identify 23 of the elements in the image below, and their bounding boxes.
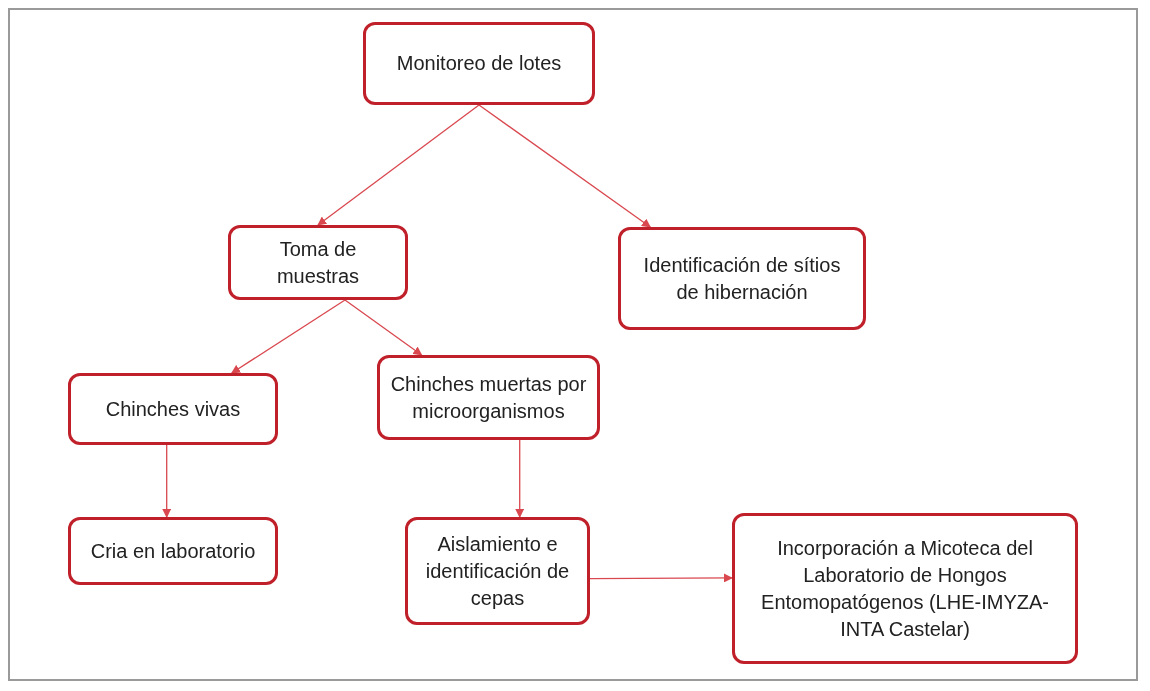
process-box (405, 517, 590, 625)
box-label: Identificación de sítios de hibernación (642, 252, 842, 305)
arrow (515, 439, 525, 518)
box-label: Aislamiento e identificación de cepas (424, 531, 571, 611)
process-box (228, 225, 408, 300)
box-label: Incorporación a Micoteca del Laboratorio de Hongos Entomopatógenos (LHE-IMYZA-INTA Castelar) (760, 535, 1050, 642)
box-label: Cria en laboratorio (90, 538, 256, 564)
process-box (363, 22, 595, 105)
process-box (68, 373, 278, 445)
arrow (478, 104, 651, 228)
box-label: Toma de muestras (275, 236, 361, 289)
arrow (344, 299, 423, 356)
box-label: Chinches muertas por microorganismos (390, 371, 587, 424)
box-label: Chinches vivas (105, 396, 241, 422)
arrow (589, 573, 733, 583)
arrow (231, 299, 346, 374)
arrow (162, 444, 172, 518)
arrow (317, 104, 480, 226)
box-label: Monitoreo de lotes (396, 51, 562, 76)
process-box (732, 513, 1078, 664)
process-box (68, 517, 278, 585)
process-box (618, 227, 866, 330)
process-box (377, 355, 600, 440)
